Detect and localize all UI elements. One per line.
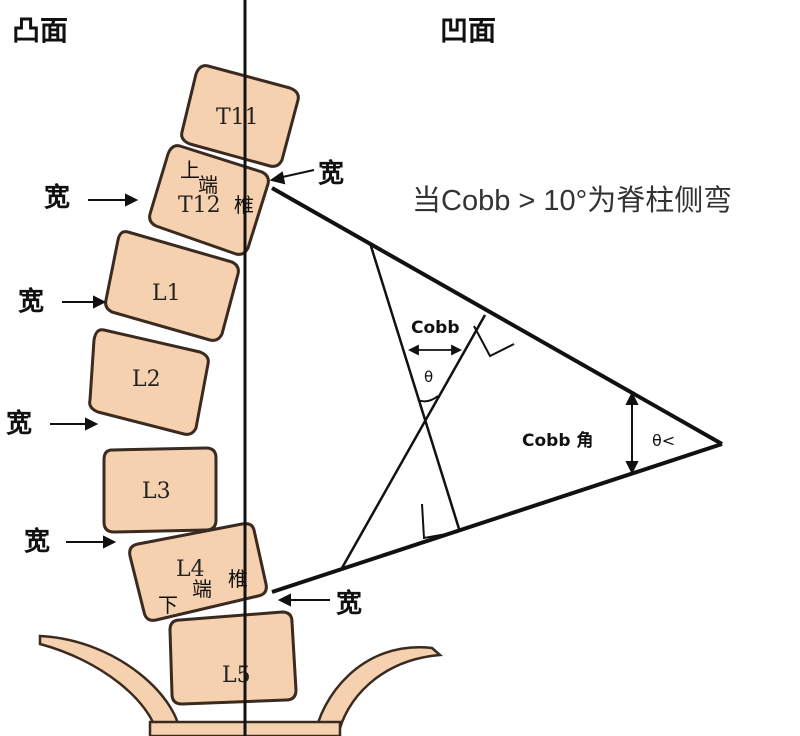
spine	[88, 64, 300, 706]
lower-end-vertebra-label: 下 端 椎	[158, 567, 248, 617]
vertebra-l1	[104, 230, 240, 342]
label-l1: L1	[152, 281, 181, 306]
label-t12: T12	[178, 193, 221, 218]
wide-label-1: 宽	[44, 182, 70, 213]
vertebra-t12	[148, 144, 270, 256]
svg-text:椎: 椎	[228, 567, 248, 591]
cobb-label: Cobb	[411, 318, 460, 338]
perpendicular-upper	[368, 242, 462, 533]
vertebra-l4	[128, 522, 268, 622]
vertebra-t11	[180, 64, 300, 168]
theta-inner-label: θ	[424, 368, 433, 386]
right-angle-marker-lower	[421, 503, 459, 540]
wide-label-4: 宽	[24, 526, 50, 557]
theta-vertex-label: θ<	[652, 431, 675, 450]
vertebra-labels: T11 T12 L1 L2 L3 L4 L5	[132, 105, 259, 688]
svg-text:端: 端	[192, 577, 212, 601]
wide-label-5: 宽	[318, 158, 344, 189]
label-l4: L4	[176, 557, 205, 582]
arrow-5	[277, 169, 315, 179]
vertebra-l2	[88, 328, 210, 436]
svg-text:上: 上	[180, 158, 200, 182]
cobb-angle-label: Cobb 角	[522, 430, 593, 451]
theta-arc-inner	[417, 395, 439, 403]
vertebra-l5	[168, 610, 298, 706]
wide-label-2: 宽	[18, 286, 44, 317]
convex-side-label: 凸面	[12, 14, 68, 47]
wide-annotations: 宽 宽 宽 宽 宽 宽	[6, 158, 362, 619]
wide-label-6: 宽	[336, 588, 362, 619]
pelvis	[38, 634, 444, 736]
label-t11: T11	[216, 105, 259, 130]
lower-endplate-line	[271, 442, 723, 594]
angle-span-arrow	[625, 391, 639, 475]
label-l2: L2	[132, 367, 161, 392]
cobb-width-arrow	[407, 344, 463, 356]
label-l3: L3	[142, 479, 171, 504]
wide-label-3: 宽	[6, 408, 32, 439]
scoliosis-caption: 当Cobb > 10°为脊柱侧弯	[412, 184, 732, 217]
right-angle-marker-upper	[473, 325, 515, 358]
svg-text:端: 端	[198, 173, 218, 197]
perpendicular-lower	[340, 314, 487, 569]
upper-endplate-line	[271, 186, 723, 446]
cobb-construction	[271, 186, 723, 594]
svg-text:下: 下	[158, 593, 178, 617]
concave-side-label: 凹面	[440, 14, 496, 47]
